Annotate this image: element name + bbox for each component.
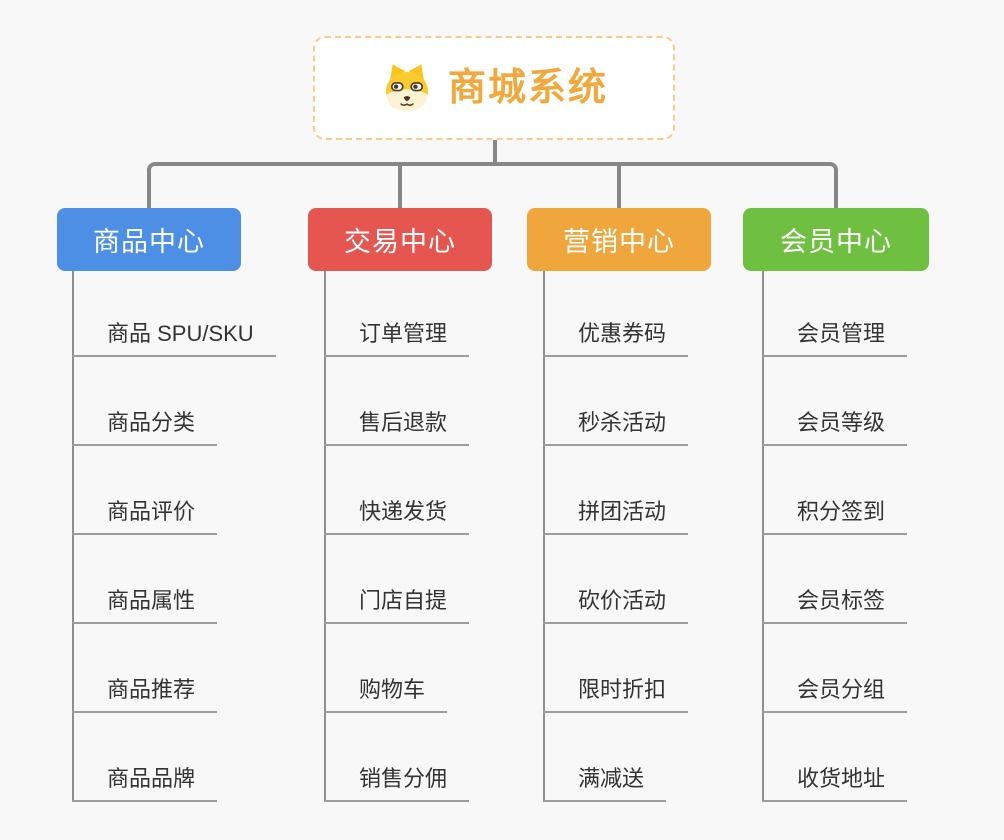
root-topic[interactable]: 商城系统 — [313, 36, 675, 140]
leaf-topic[interactable]: 销售分佣 — [324, 762, 470, 802]
root-topic-label: 商城系统 — [447, 67, 608, 109]
leaf-topic[interactable]: 会员标签 — [762, 584, 908, 624]
leaf-topic[interactable]: 商品评价 — [72, 495, 218, 535]
leaf-topic[interactable]: 拼团活动 — [543, 495, 689, 535]
leaf-topic[interactable]: 购物车 — [324, 673, 448, 713]
connector-elbow-left — [147, 162, 494, 208]
leaf-topic[interactable]: 会员等级 — [762, 406, 908, 446]
leaf-topic[interactable]: 会员管理 — [762, 317, 908, 357]
leaf-topic[interactable]: 优惠券码 — [543, 317, 689, 357]
branch-topic-marketing-center[interactable]: 营销中心 — [527, 208, 711, 271]
branch-topic-member-center[interactable]: 会员中心 — [743, 208, 929, 271]
leaf-topic[interactable]: 会员分组 — [762, 673, 908, 713]
leaf-topic[interactable]: 商品属性 — [72, 584, 218, 624]
leaf-topic[interactable]: 售后退款 — [324, 406, 470, 446]
leaf-topic[interactable]: 积分签到 — [762, 495, 908, 535]
leaf-topic[interactable]: 砍价活动 — [543, 584, 689, 624]
dog-face-icon — [380, 61, 434, 115]
connector-root-stub — [493, 140, 497, 166]
leaf-topic[interactable]: 商品推荐 — [72, 673, 218, 713]
branch-topic-product-center[interactable]: 商品中心 — [57, 208, 241, 271]
leaf-topic[interactable]: 订单管理 — [324, 317, 470, 357]
branch-spine-member-center — [762, 271, 764, 802]
leaf-topic[interactable]: 商品品牌 — [72, 762, 218, 802]
branch-spine-marketing-center — [543, 271, 545, 802]
leaf-topic[interactable]: 商品分类 — [72, 406, 218, 446]
leaf-topic[interactable]: 商品 SPU/SKU — [72, 317, 276, 357]
branch-spine-trade-center — [324, 271, 326, 802]
connector-drop-marketing — [617, 162, 621, 208]
leaf-topic[interactable]: 满减送 — [543, 762, 667, 802]
leaf-topic[interactable]: 收货地址 — [762, 762, 908, 802]
leaf-topic[interactable]: 快递发货 — [324, 495, 470, 535]
leaf-topic[interactable]: 秒杀活动 — [543, 406, 689, 446]
branch-topic-trade-center[interactable]: 交易中心 — [308, 208, 492, 271]
leaf-topic[interactable]: 限时折扣 — [543, 673, 689, 713]
branch-spine-product-center — [72, 271, 74, 802]
connector-drop-trade — [398, 162, 402, 208]
connector-elbow-right — [493, 162, 838, 208]
leaf-topic[interactable]: 门店自提 — [324, 584, 470, 624]
